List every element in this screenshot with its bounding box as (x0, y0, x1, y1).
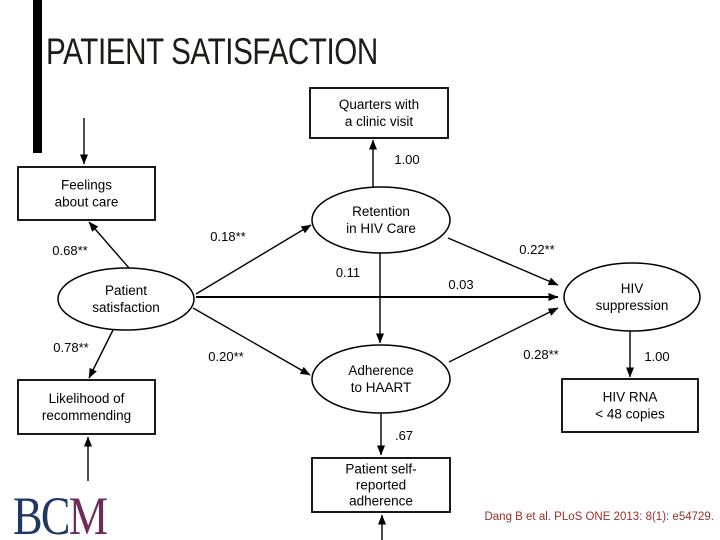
node-retention-in-hiv-care-label: Retention (352, 204, 410, 219)
edge-adherence-to-selfreport-coefficient: .67 (395, 428, 413, 443)
node-likelihood-of-recommending-label: recommending (42, 408, 131, 423)
node-retention-in-hiv-care-ellipse (311, 186, 451, 254)
node-patient-self-reported-adherence-box (311, 457, 451, 513)
edge-suppression-to-hivrna-coefficient: 1.00 (644, 349, 669, 364)
node-feelings-about-care-label: about care (55, 195, 119, 210)
edge-retention-to-suppression-line (447, 237, 559, 286)
bcm-logo-m: M (68, 486, 108, 540)
node-adherence-to-haart-label: to HAART (351, 380, 412, 395)
node-likelihood-of-recommending-box (17, 379, 156, 435)
node-quarters-clinic-visit-box (309, 87, 449, 139)
edge-satisfaction-to-feelings-line (88, 221, 130, 269)
edge-retention-to-quarters-coefficient: 1.00 (394, 152, 419, 167)
edge-adherence-to-suppression-coefficient: 0.28** (523, 347, 558, 362)
node-feelings-about-care-box (17, 166, 156, 221)
node-hiv-suppression-ellipse (563, 262, 701, 332)
node-quarters-clinic-visit-label: a clinic visit (345, 114, 414, 129)
node-hiv-suppression-label: suppression (596, 298, 669, 313)
edge-satisfaction-to-retention-line (195, 224, 312, 295)
node-likelihood-of-recommending-label: Likelihood of (49, 391, 125, 406)
edge-satisfaction-to-suppression-coefficient: 0.03 (448, 277, 473, 292)
edge-satisfaction-to-likelihood-coefficient: 0.78** (53, 340, 88, 355)
edge-satisfaction-to-adherence-coefficient: 0.20** (208, 349, 243, 364)
node-retention-in-hiv-care-label: in HIV Care (346, 221, 416, 236)
node-patient-satisfaction-ellipse (57, 267, 195, 331)
node-patient-self-reported-adherence-label: adherence (349, 494, 413, 509)
edge-satisfaction-to-likelihood-line (88, 329, 114, 379)
node-adherence-to-haart-ellipse (311, 344, 451, 414)
edge-satisfaction-to-feelings-coefficient: 0.68** (52, 243, 87, 258)
left-accent-bar (33, 0, 42, 153)
edge-retention-to-adherence-coefficient: 0.11 (336, 265, 360, 280)
node-adherence-to-haart-label: Adherence (348, 363, 413, 378)
node-hiv-suppression-label: HIV (621, 281, 644, 296)
edge-retention-to-suppression-coefficient: 0.22** (519, 242, 554, 257)
edge-adherence-to-suppression-line (448, 307, 559, 363)
bcm-logo-bc: BC (13, 486, 70, 540)
node-patient-satisfaction-label: satisfaction (92, 300, 160, 315)
node-patient-satisfaction-label: Patient (105, 283, 147, 298)
node-hiv-rna-under-48-copies-label: HIV RNA (603, 390, 658, 405)
edge-satisfaction-to-retention-coefficient: 0.18** (210, 229, 245, 244)
node-patient-self-reported-adherence-label: reported (356, 478, 406, 493)
slide-title: PATIENT SATISFACTION (46, 31, 378, 72)
bcm-logo: BCM (13, 486, 108, 540)
node-hiv-rna-under-48-copies-label: < 48 copies (595, 407, 665, 422)
node-feelings-about-care-label: Feelings (61, 178, 112, 193)
edge-satisfaction-to-adherence-line (192, 307, 311, 376)
node-quarters-clinic-visit-label: Quarters with (339, 97, 419, 112)
node-hiv-rna-under-48-copies-box (561, 378, 699, 433)
node-patient-self-reported-adherence-label: Patient self- (345, 462, 416, 477)
citation-text: Dang B et al. PLoS ONE 2013: 8(1): e5472… (484, 511, 714, 523)
